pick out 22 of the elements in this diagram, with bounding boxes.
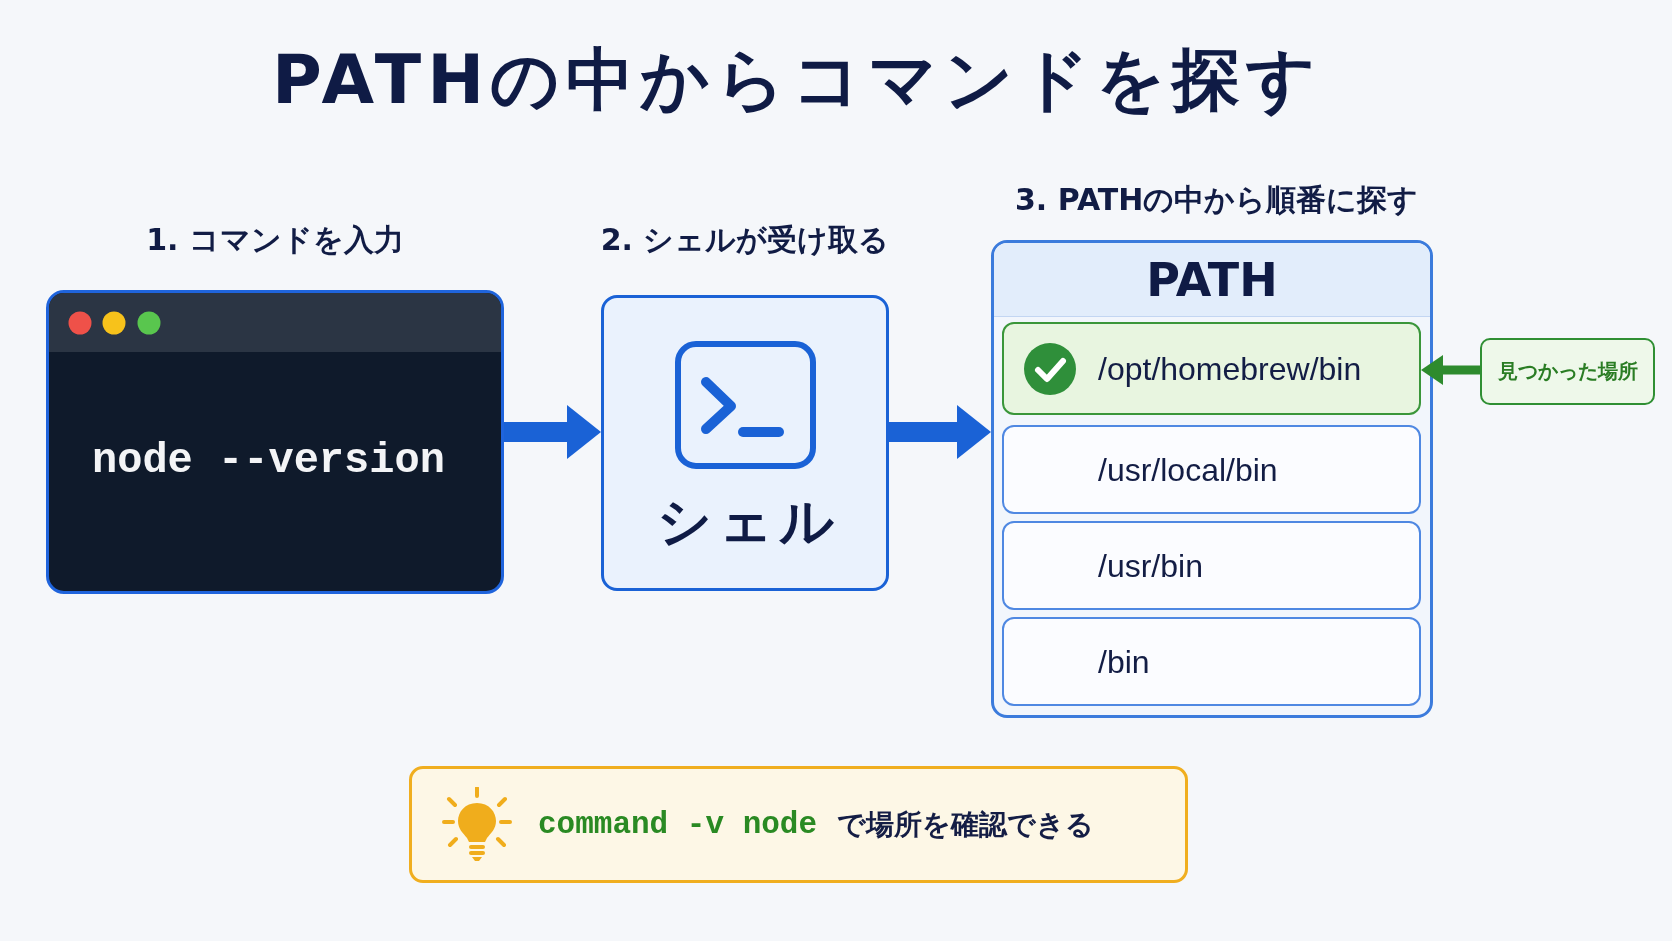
path-text: /usr/bin (1098, 546, 1203, 586)
shell-label: シェル (655, 490, 840, 554)
arrow (889, 405, 991, 459)
path-entry-row (1002, 521, 1421, 610)
path-entry-row (1002, 425, 1421, 514)
path-entry-row (1002, 322, 1421, 415)
step-heading: 3. PATHの中から順番に探す (1015, 181, 1419, 219)
tip-panel (409, 766, 1188, 883)
command-text: node --version (92, 436, 445, 486)
tip-text: で場所を確認できる (837, 806, 1095, 843)
step-heading: 2. シェルが受け取る (600, 221, 890, 259)
path-list-header: PATH (994, 243, 1430, 317)
title: PATHの中からコマンドを探す (271, 39, 1323, 121)
path-text: /usr/local/bin (1098, 450, 1278, 490)
code-text: command -v node (538, 807, 818, 842)
path-entry-row (1002, 617, 1421, 706)
arrow (1421, 355, 1480, 385)
step-heading: 1. コマンドを入力 (146, 221, 404, 259)
path-text: /bin (1098, 642, 1150, 682)
path-text: /opt/homebrew/bin (1098, 349, 1362, 389)
arrow (504, 405, 601, 459)
found-location-tag: 見つかった場所 (1480, 338, 1655, 405)
